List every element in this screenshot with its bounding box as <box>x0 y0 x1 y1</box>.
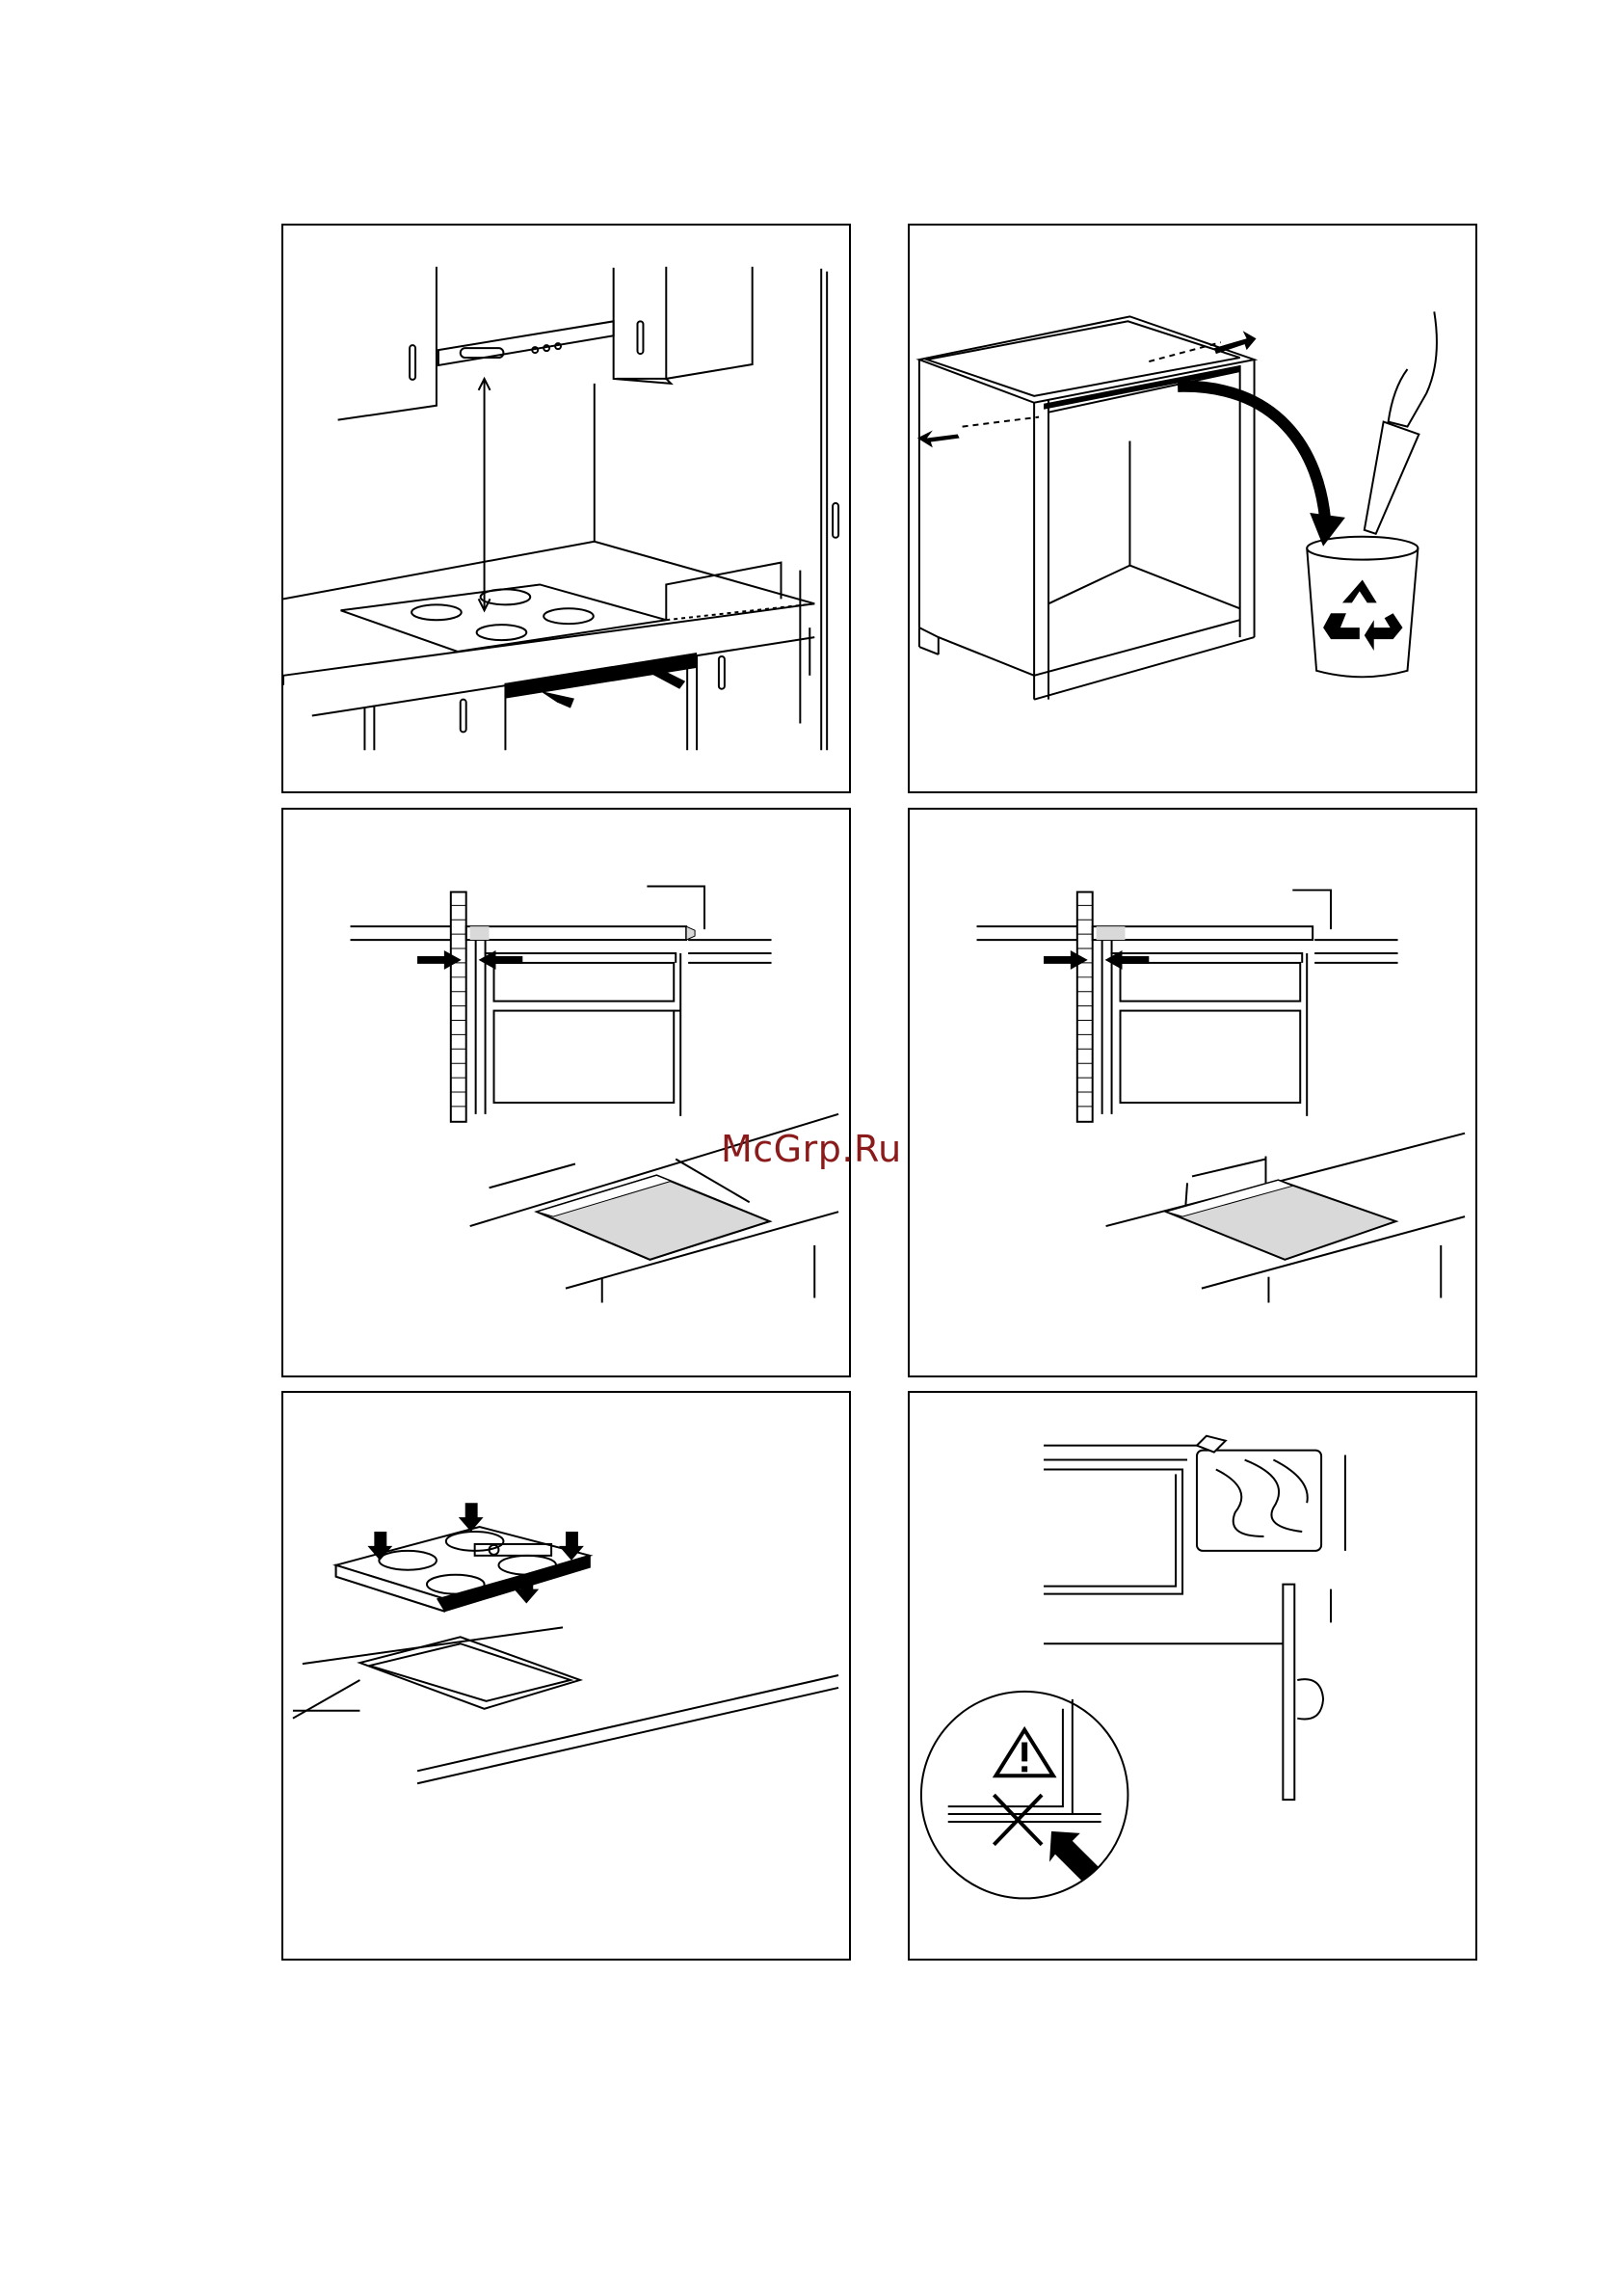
figure-panel-3 <box>281 808 851 1377</box>
hob-insertion-diagram <box>283 1393 849 1959</box>
cabinet-recycle-diagram <box>910 226 1475 791</box>
cutout-distance-diagram-a <box>283 810 849 1375</box>
figure-panel-5 <box>281 1391 851 1961</box>
figure-panel-1 <box>281 224 851 793</box>
figure-panel-2 <box>908 224 1477 793</box>
figure-panel-6 <box>908 1391 1477 1961</box>
recycle-icon <box>1323 579 1402 650</box>
watermark-text: McGrp.Ru <box>721 1128 902 1170</box>
edge-detail-warning-diagram <box>910 1393 1475 1959</box>
figure-panel-4 <box>908 808 1477 1377</box>
cutout-distance-diagram-b <box>910 810 1475 1375</box>
kitchen-hob-hood-diagram <box>283 226 849 791</box>
